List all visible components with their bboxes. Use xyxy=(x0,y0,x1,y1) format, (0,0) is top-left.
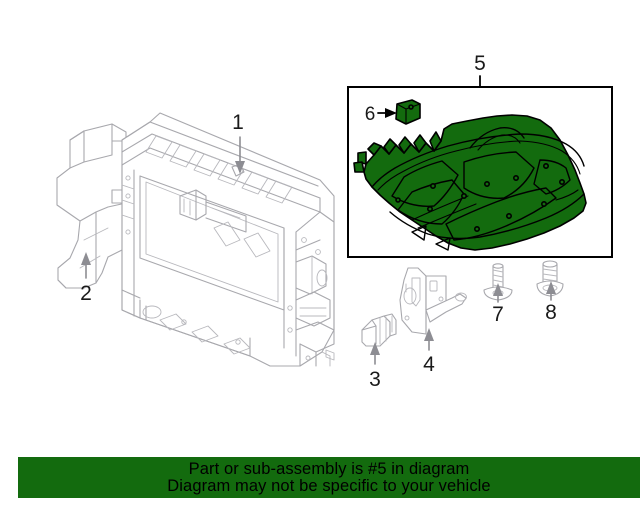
part-5-engine-splash-shield xyxy=(353,114,587,251)
part-4-bracket xyxy=(399,267,467,335)
callout-1-label: 1 xyxy=(232,111,244,134)
callout-8: 8 xyxy=(545,281,557,324)
callout-1: 1 xyxy=(232,111,245,174)
part-1-radiator-support xyxy=(121,112,335,367)
callout-7-label: 7 xyxy=(492,303,504,326)
callout-3: 3 xyxy=(369,342,381,391)
callout-4: 4 xyxy=(423,328,435,376)
notice-line-2: Diagram may not be specific to your vehi… xyxy=(167,477,491,495)
callout-4-label: 4 xyxy=(423,353,435,376)
part-6-retainer-clip xyxy=(395,99,421,125)
callout-2-label: 2 xyxy=(80,282,92,305)
callout-5-label: 5 xyxy=(474,52,486,75)
part-3-sensor xyxy=(361,313,397,347)
callout-5: 5 xyxy=(474,52,486,88)
notice-banner: Part or sub-assembly is #5 in diagram Di… xyxy=(18,457,640,498)
callout-7: 7 xyxy=(492,283,504,326)
callout-3-label: 3 xyxy=(369,368,381,391)
callout-6: 6 xyxy=(365,104,397,125)
callout-8-label: 8 xyxy=(545,301,557,324)
callout-2: 2 xyxy=(80,252,92,305)
callout-6-label: 6 xyxy=(365,104,376,125)
notice-line-1: Part or sub-assembly is #5 in diagram xyxy=(188,459,470,478)
